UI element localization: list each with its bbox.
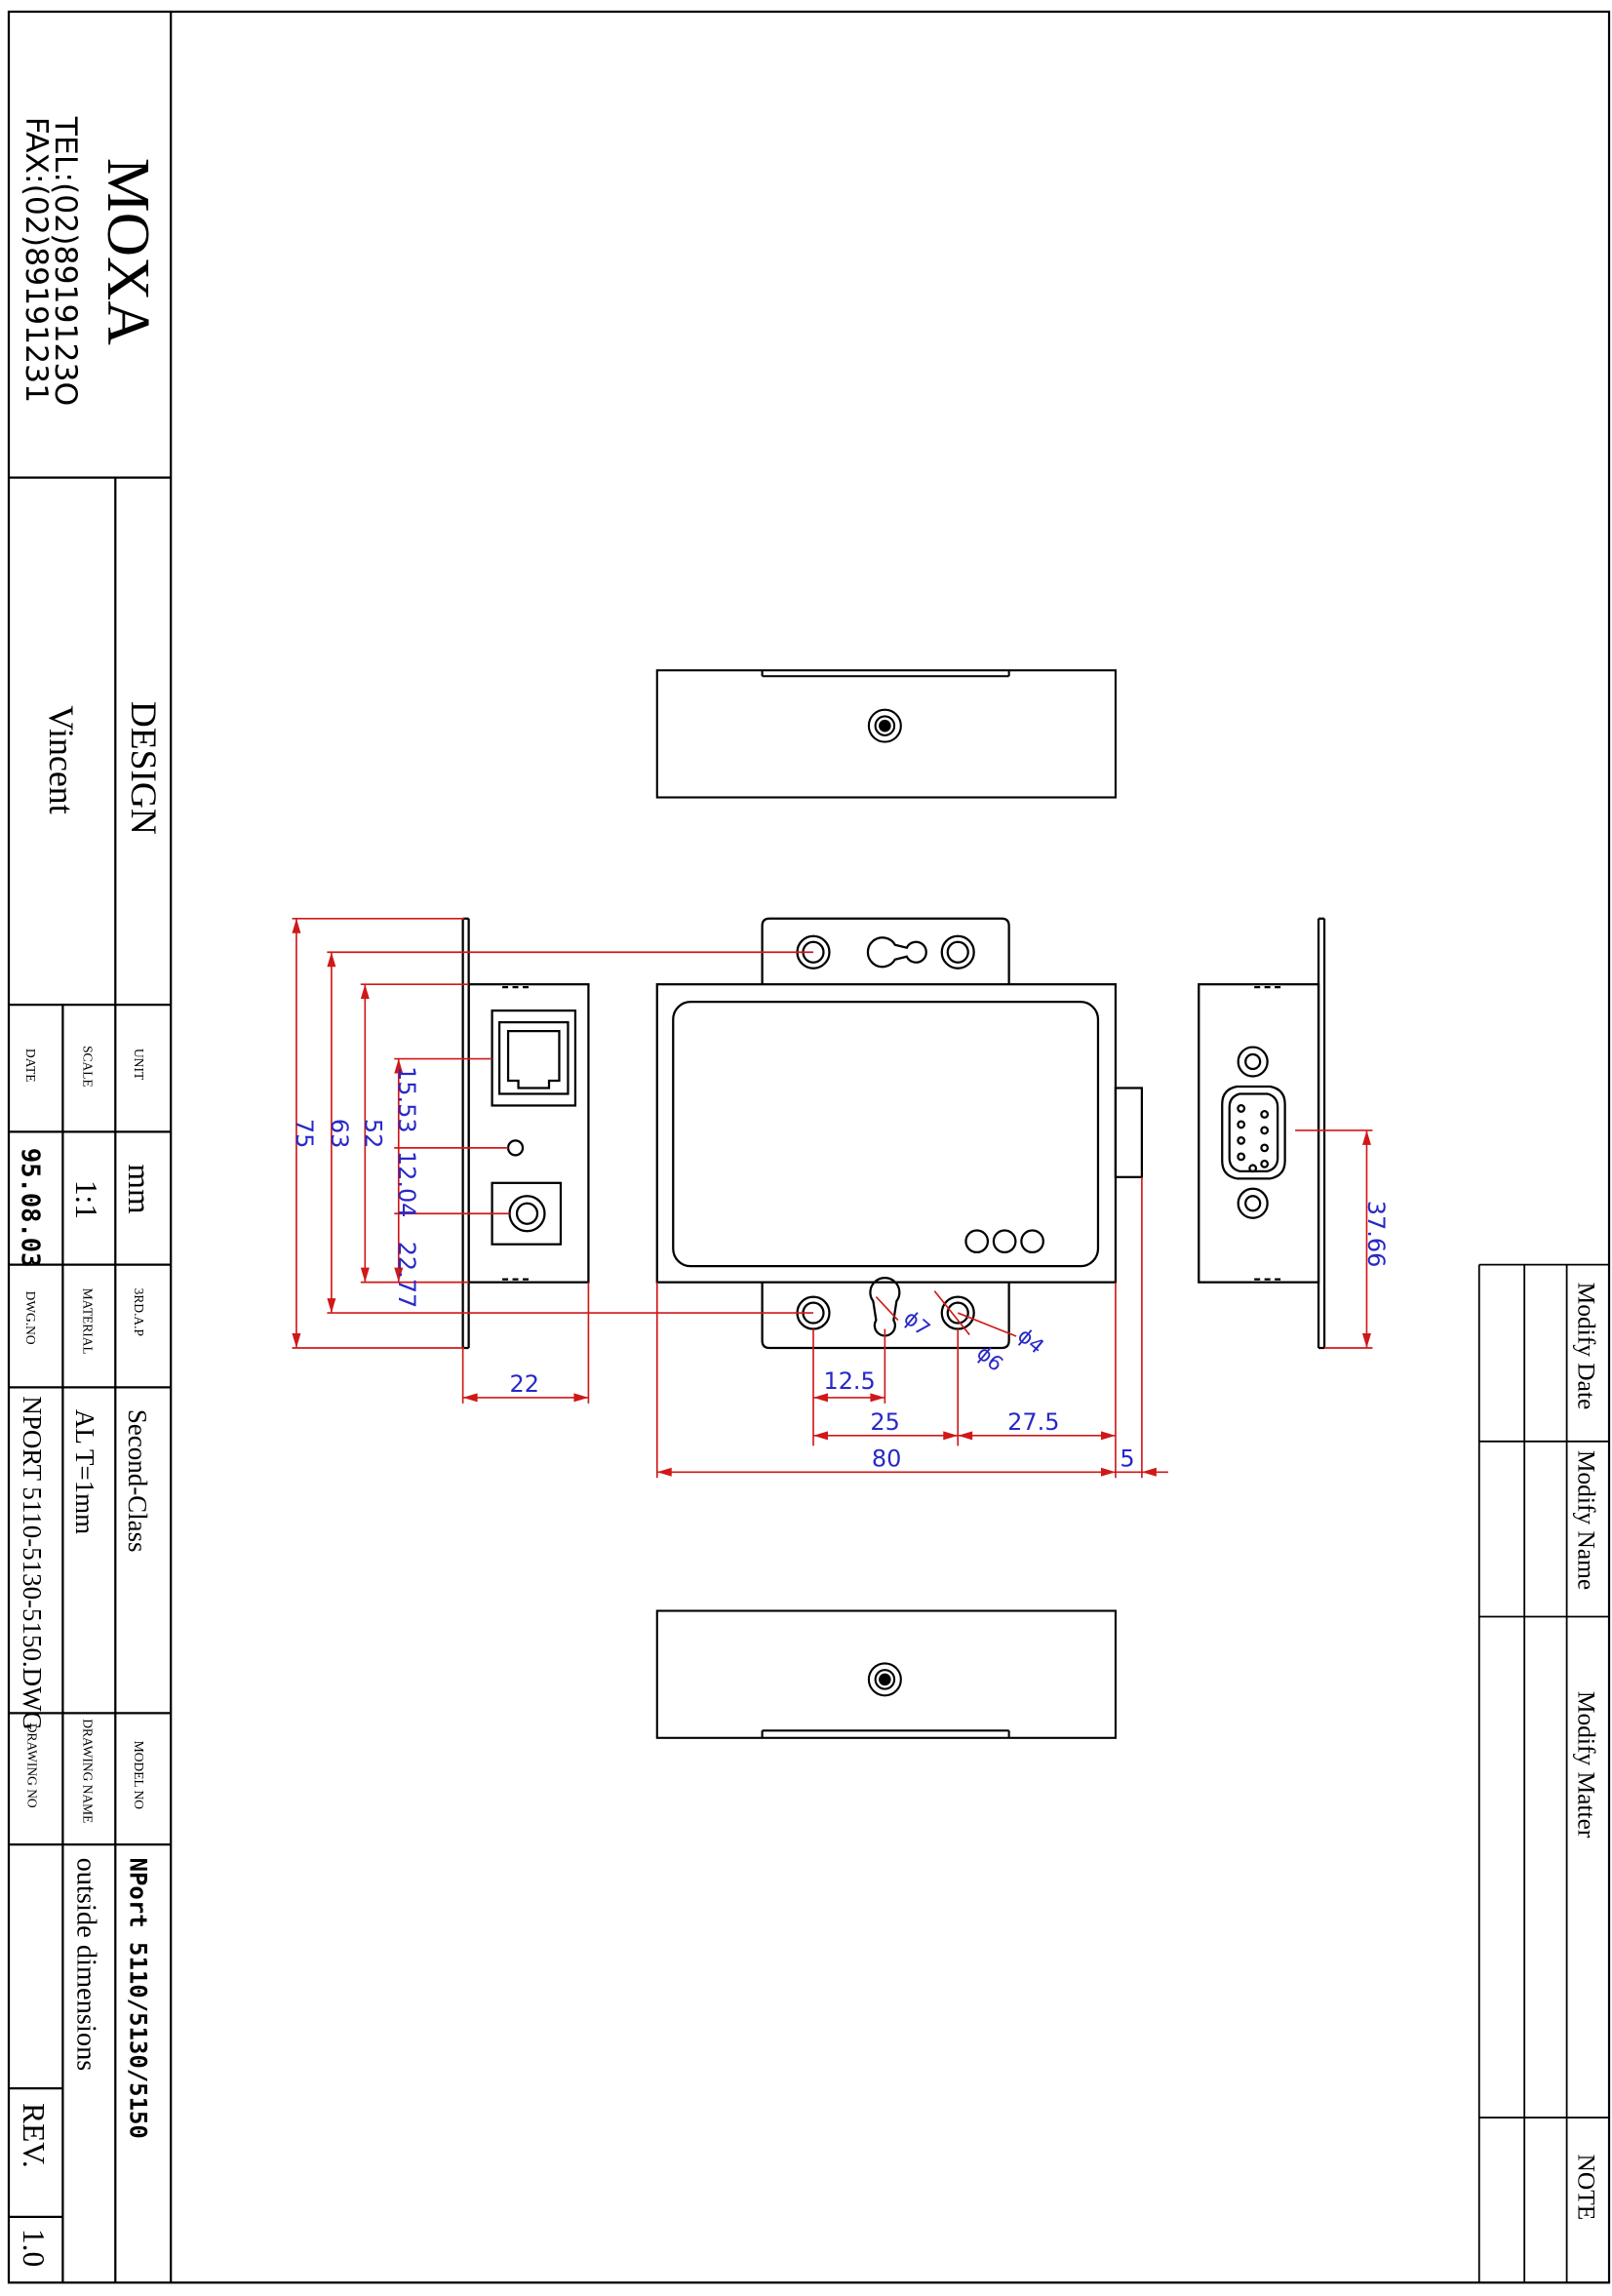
dim-12-04: 12.04 (393, 1151, 420, 1218)
company-fax: FAX:(02)89191231 (19, 117, 54, 403)
dim-80: 80 (872, 1445, 901, 1472)
right-end-view (1198, 917, 1326, 1350)
dim-phi6: ϕ6 (972, 1341, 1007, 1376)
model-no-label: MODEL NO (132, 1741, 146, 1809)
dim-12-5: 12.5 (823, 1367, 875, 1395)
design-label: DESIGN (123, 701, 163, 835)
sheet-frame (7, 10, 1611, 2284)
scale-label: SCALE (80, 1046, 95, 1088)
rev-value: 1.0 (17, 2229, 51, 2267)
top-side-view (655, 669, 1117, 799)
main-top-view (655, 917, 1144, 1350)
dim-phi4: ϕ4 (1013, 1324, 1048, 1359)
company-logo: MOXA (95, 158, 163, 345)
unit-label: UNIT (132, 1049, 146, 1080)
modify-name-header: Modify Name (1573, 1450, 1601, 1590)
rev-label: REV. (17, 2103, 51, 2168)
class-value: Second-Class (123, 1409, 152, 1553)
note-header: NOTE (1573, 2155, 1601, 2221)
dwg-no-value: NPORT 5110-5130-5150.DWG (18, 1396, 47, 1730)
dim-22: 22 (510, 1370, 539, 1398)
third-angle-label: 3RD.A.P (132, 1288, 146, 1336)
designer-name: Vincent (42, 705, 81, 814)
dimension-lines (292, 917, 1373, 1479)
bottom-side-view (655, 1609, 1117, 1739)
dimension-arrows (292, 918, 1371, 1477)
dwg-no-label: DWG.NO (23, 1291, 38, 1345)
drawing-no-label: DRAWING NO (24, 1723, 39, 1808)
drawing-name-label: DRAWING NAME (80, 1719, 95, 1823)
drawing-name-value: outside dimensions (70, 1858, 100, 2072)
left-end-view (461, 917, 590, 1350)
revision-block: Modify Date Modify Name Modify Matter NO… (1573, 1283, 1601, 2221)
title-block: DESIGN Vincent UNIT mm SCALE 1:1 DATE 95… (15, 701, 162, 2267)
dim-22-77: 22.77 (393, 1242, 420, 1309)
dim-52: 52 (359, 1119, 386, 1148)
dim-75: 75 (291, 1119, 318, 1148)
revision-block-frame (1477, 1263, 1610, 2283)
modify-matter-header: Modify Matter (1573, 1691, 1601, 1839)
dim-37-66: 37.66 (1362, 1201, 1390, 1268)
company-info: MOXA TEL:(02)8919123O FAX:(02)89191231 (19, 116, 163, 406)
dimension-texts: 75 63 52 15.53 12.04 22.77 22 12.5 25 27… (291, 1066, 1390, 1472)
date-label: DATE (23, 1049, 38, 1082)
dim-5: 5 (1120, 1445, 1134, 1472)
dim-27-5: 27.5 (1007, 1408, 1059, 1436)
unit-value: mm (121, 1164, 156, 1214)
material-label: MATERIAL (80, 1288, 95, 1355)
dim-phi7: ϕ7 (899, 1306, 934, 1341)
modify-date-header: Modify Date (1573, 1283, 1601, 1410)
date-value: 95.08.03 (15, 1148, 44, 1268)
scale-value: 1:1 (69, 1180, 103, 1219)
dim-25: 25 (870, 1408, 899, 1436)
dim-15-53: 15.53 (393, 1066, 420, 1133)
company-tel: TEL:(02)8919123O (48, 116, 83, 406)
dim-63: 63 (326, 1119, 353, 1148)
model-value: NPort 5110/5130/5150 (124, 1858, 151, 2139)
material-value: AL T=1mm (70, 1409, 99, 1534)
